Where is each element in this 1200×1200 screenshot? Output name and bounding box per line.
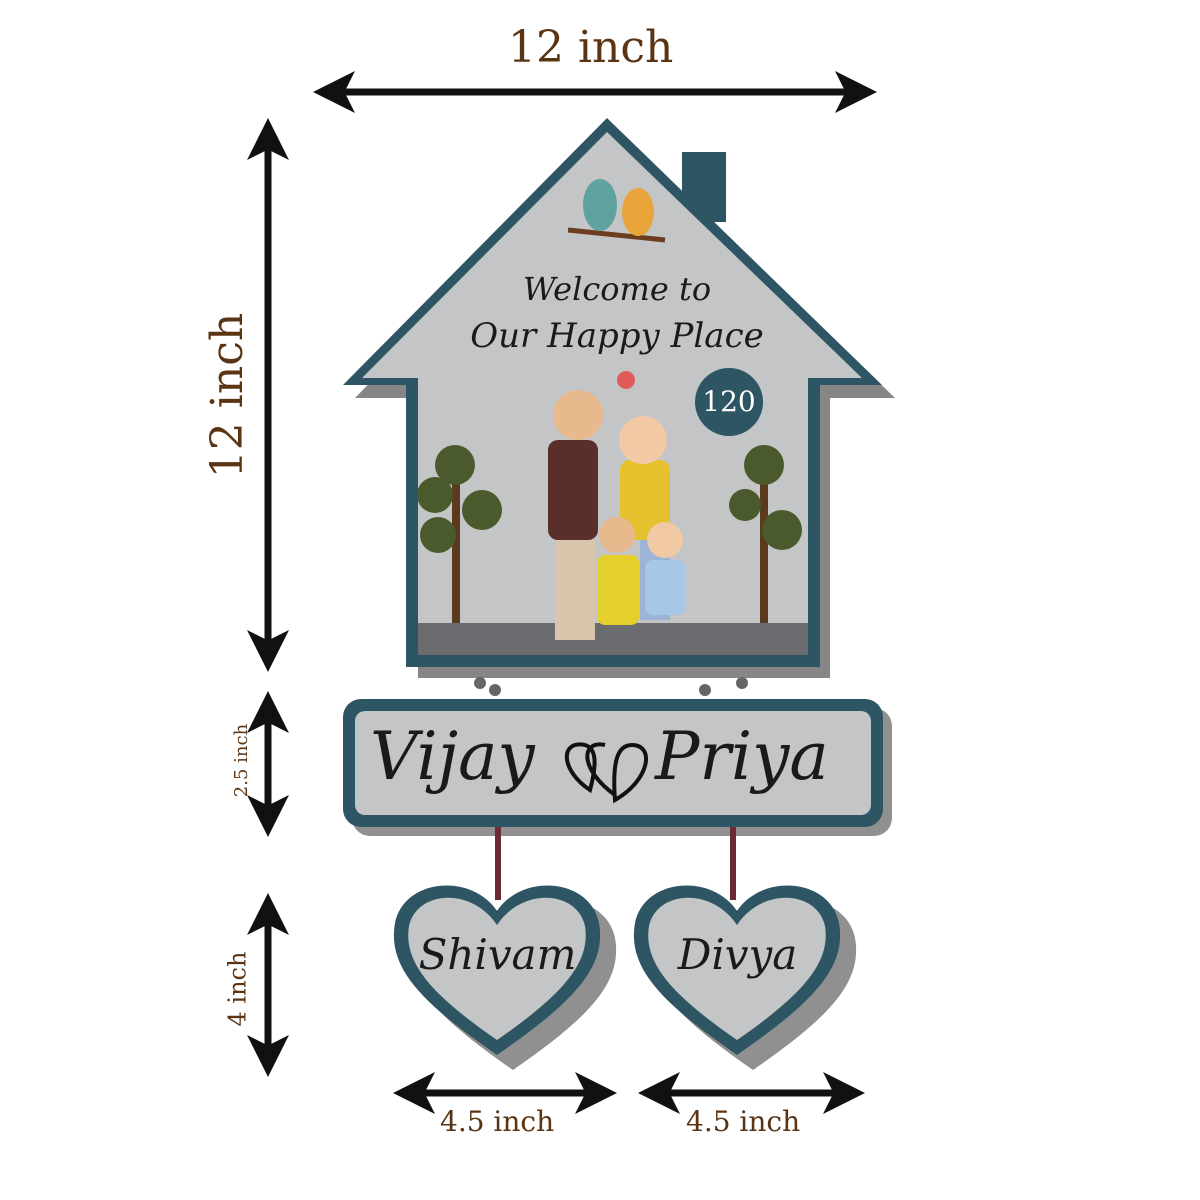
hanging-hooks [474,677,748,696]
name-plate-height-label: 2.5 inch [231,723,253,798]
house-number: 120 [702,385,756,418]
heart1-width-label: 4.5 inch [440,1105,555,1138]
heart-badge-icon [617,371,635,389]
width-label: 12 inch [508,22,674,73]
lovebirds-icon [567,179,666,243]
family-illustration [548,390,685,640]
heart2-width-label: 4.5 inch [686,1105,801,1138]
name-plate-name2: Priya [655,718,829,795]
house-board [343,118,895,678]
heart1-name: Shivam [418,930,577,979]
name-plate-name1: Vijay [370,718,535,795]
house-number-badge [695,368,763,436]
heart2-name: Divya [677,930,798,979]
greeting-line2: Our Happy Place [470,316,764,356]
double-heart-icon [564,742,617,797]
heart-board-2 [633,885,857,1070]
name-plate-board [343,699,892,836]
heart-board-1 [393,885,617,1070]
tree-left-icon [417,445,502,623]
tree-right-icon [729,445,802,623]
heart-height-label: 4 inch [223,951,252,1027]
greeting-line1: Welcome to [522,270,712,308]
